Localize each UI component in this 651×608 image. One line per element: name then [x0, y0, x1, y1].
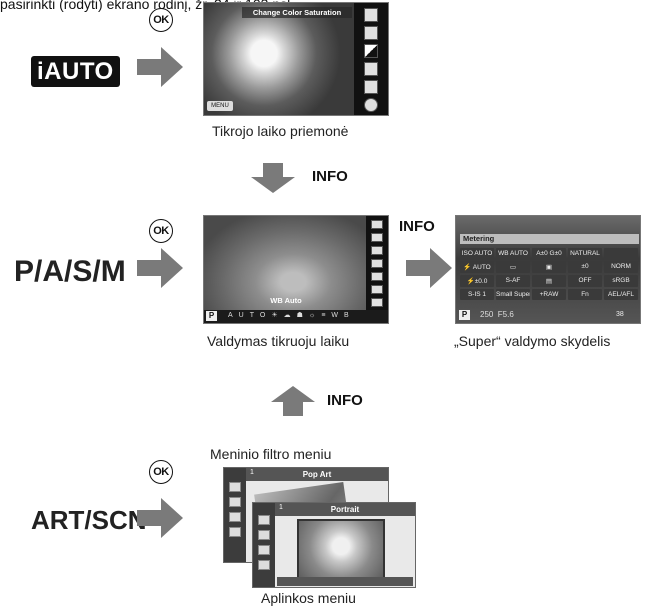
- super-control-panel-screen: Metering ISO AUTO WB AUTO A±0 G±0 NATURA…: [455, 215, 641, 324]
- color-image-icon: [364, 26, 378, 40]
- live-control-screen: WB Auto P AUTO☀☁☗☼≡WB: [203, 215, 389, 324]
- sc-cell: AEL/AFL: [604, 289, 638, 300]
- mode-p-badge: P: [459, 310, 470, 320]
- guide-sidebar: [354, 3, 388, 115]
- iauto-live-guide-screen: Change Color Saturation MENU: [203, 2, 389, 116]
- wb-option-shade: ☗: [296, 312, 309, 319]
- art-filter-icon: [229, 497, 241, 507]
- sc-cell: ISO AUTO: [460, 248, 494, 259]
- mode-artscn-label: ART/SCN: [31, 505, 147, 535]
- sc-cell: sRGB: [604, 275, 638, 287]
- ok-button-icon: OK: [149, 219, 173, 243]
- down-arrow-icon: [251, 163, 295, 193]
- sc-cell: ±0: [568, 261, 602, 273]
- menu-button: MENU: [207, 101, 233, 111]
- art-filter-icon: [229, 482, 241, 492]
- exposure-readout: 250 F5.6: [480, 310, 514, 319]
- caption-super-panel: „Super“ valdymo skydelis: [454, 333, 611, 349]
- wb-option-sunny: ☀: [271, 312, 284, 319]
- wb-option-fluorescent: ≡: [321, 312, 332, 319]
- sc-cell: A±0 G±0: [532, 248, 566, 259]
- live-control-sidebar: [366, 216, 388, 310]
- white-balance-icon: [371, 246, 383, 255]
- sc-cell: ⚡±0.0: [460, 275, 494, 287]
- ok-button-icon: OK: [149, 8, 173, 32]
- aspect-ratio-icon: [371, 272, 383, 281]
- scene-menu-title: Portrait: [275, 503, 415, 516]
- right-arrow-icon: [137, 498, 183, 538]
- info-label-3: INFO: [327, 392, 363, 409]
- sc-cell: Small Super Fine: [496, 289, 530, 300]
- sc-cell: NATURAL: [568, 248, 602, 259]
- art-menu-title: Pop Art: [246, 468, 388, 481]
- scene-icon: [258, 545, 270, 555]
- sc-cell: ▤: [532, 275, 566, 287]
- remaining-shots: 38: [616, 311, 624, 318]
- super-panel-header: Metering: [460, 234, 639, 244]
- background-blur-icon: [364, 62, 378, 76]
- caption-scene: Aplinkos meniu: [261, 590, 356, 606]
- wb-option-cloudy: ☁: [283, 312, 297, 319]
- wb-option-auto: AUTO: [228, 312, 272, 319]
- mode-pasm-label: P/A/S/M: [14, 255, 126, 288]
- guide-banner: Change Color Saturation: [242, 7, 352, 18]
- art-filter-icon: [229, 512, 241, 522]
- sc-cell: S-IS 1: [460, 289, 494, 300]
- scene-icon: [258, 530, 270, 540]
- scene-icon: [258, 515, 270, 525]
- art-menu-number: 1: [250, 469, 254, 476]
- art-filter-icon: [229, 527, 241, 537]
- saturation-icon: [364, 8, 378, 22]
- mode-p-badge: P: [206, 311, 217, 321]
- wb-options: AUTO☀☁☗☼≡WB: [228, 311, 355, 319]
- sc-cell: NORM: [604, 261, 638, 273]
- wb-option-custom: WB: [331, 312, 355, 319]
- flower-photo: [204, 3, 354, 115]
- scene-menu-sidebar: [253, 503, 275, 587]
- right-arrow-icon: [406, 248, 452, 288]
- image-quality-icon: [371, 285, 383, 294]
- sc-cell: +RAW: [532, 289, 566, 300]
- info-label-1: INFO: [312, 168, 348, 185]
- sc-cell: ⚡ AUTO: [460, 261, 494, 273]
- wb-option-bar: P AUTO☀☁☗☼≡WB: [204, 310, 388, 323]
- scene-menu-footer: [277, 577, 413, 586]
- sc-cell: ▣: [532, 261, 566, 273]
- caption-iauto: Tikrojo laiko priemonė: [212, 123, 349, 139]
- super-panel-grid: ISO AUTO WB AUTO A±0 G±0 NATURAL ⚡ AUTO …: [458, 246, 640, 302]
- portrait-preview-photo: [297, 519, 385, 579]
- caption-live-control: Valdymas tikruoju laiku: [207, 333, 350, 349]
- brightness-icon: [364, 44, 378, 58]
- sc-cell: Fn: [568, 289, 602, 300]
- info-label-2: INFO: [399, 218, 435, 235]
- wb-auto-label: WB Auto: [270, 296, 302, 305]
- ok-button-icon: OK: [149, 460, 173, 484]
- right-arrow-icon: [137, 47, 183, 87]
- image-stabilizer-icon: [371, 220, 383, 229]
- caption-art-filter: Meninio filtro meniu: [210, 446, 332, 462]
- movie-quality-icon: [371, 298, 383, 307]
- scene-icon: [258, 560, 270, 570]
- sc-cell: ▭: [496, 261, 530, 273]
- drive-mode-icon: [371, 259, 383, 268]
- up-arrow-icon: [271, 386, 315, 416]
- wb-option-tungsten: ☼: [308, 312, 322, 319]
- art-menu-sidebar: [224, 468, 246, 562]
- motion-icon: [364, 80, 378, 94]
- sc-cell: [604, 248, 638, 259]
- scene-menu-screen: Portrait 1: [252, 502, 416, 588]
- park-photo: [204, 216, 366, 310]
- scene-menu-number: 1: [279, 504, 283, 511]
- sc-cell: OFF: [568, 275, 602, 287]
- sc-cell: S-AF: [496, 275, 530, 287]
- sc-cell: WB AUTO: [496, 248, 530, 259]
- picture-mode-icon: [371, 233, 383, 242]
- mode-iauto-label: iAUTO: [31, 56, 120, 87]
- right-arrow-icon: [137, 248, 183, 288]
- shooting-tips-icon: [364, 98, 378, 112]
